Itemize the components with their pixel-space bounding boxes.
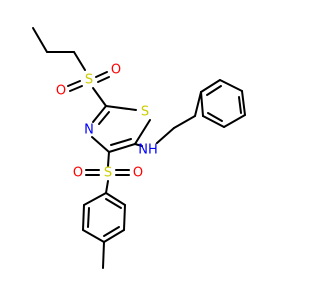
- bond-c5-nh: [134, 143, 143, 147]
- bond-phenyl-inner-3: [207, 112, 223, 122]
- bond-propyl-3: [73, 51, 86, 71]
- atom-label-sulfonyl-bottom-s: S: [104, 166, 112, 181]
- atom-labels: S O O S N NH S O O: [56, 63, 158, 181]
- bond-top-s-o-left-2: [69, 85, 83, 92]
- bond-phenyl-1: [200, 79, 221, 93]
- atom-label-amine-nh: NH: [138, 143, 158, 158]
- bond-s1-c5: [134, 119, 151, 145]
- bond-tolyl-inner-2: [103, 226, 120, 237]
- bonds: [32, 27, 246, 269]
- chemical-structure-diagram: S O O S N NH S O O: [32, 27, 246, 269]
- atom-label-sulfonyl-top-o-right: O: [111, 63, 121, 78]
- bond-c5-c4-b: [110, 138, 132, 146]
- bond-nh-ch2: [156, 127, 175, 144]
- atom-label-sulfonyl-top-s: S: [85, 73, 93, 88]
- bond-c5-c4-a: [108, 143, 136, 153]
- bond-c4-bottom-s: [107, 151, 110, 167]
- bond-top-s-o-right-1: [95, 71, 108, 78]
- bond-phenyl-inner-1: [206, 85, 222, 96]
- bond-tolyl-1: [105, 192, 126, 206]
- bond-tolyl-6: [83, 192, 107, 206]
- bond-c4-n3: [91, 136, 110, 153]
- bond-phenyl-5: [202, 115, 225, 128]
- bond-phenyl-4: [223, 114, 246, 128]
- bond-tolyl-methyl: [102, 241, 105, 269]
- bond-n3-c2-a: [92, 105, 107, 123]
- bond-bottom-s-tolyl: [105, 180, 109, 194]
- bond-phenyl-6: [200, 91, 204, 117]
- bond-tolyl-2: [123, 204, 126, 231]
- bond-phenyl-2: [219, 79, 243, 92]
- bond-ch2-ch2: [173, 115, 196, 129]
- bond-tolyl-4: [82, 229, 105, 243]
- bond-n3-c2-b: [98, 111, 110, 125]
- atom-label-thiazole-n: N: [84, 123, 94, 138]
- atom-label-sulfonyl-top-o-left: O: [56, 84, 66, 99]
- atom-label-sulfonyl-bottom-o-right: O: [133, 166, 143, 181]
- bond-phenyl-inner-2: [238, 96, 242, 114]
- bond-top-s-o-left-1: [67, 80, 81, 87]
- atom-label-thiazole-s: S: [141, 105, 149, 120]
- bond-top-s-o-right-2: [97, 76, 110, 83]
- bond-tolyl-inner-1: [105, 198, 122, 209]
- bond-top-s-c2: [92, 87, 107, 107]
- bond-tolyl-3: [103, 229, 125, 243]
- bond-c2-s1: [105, 105, 137, 111]
- bond-phenyl-3: [241, 90, 246, 116]
- bond-tolyl-5: [82, 204, 85, 231]
- atom-label-sulfonyl-bottom-o-left: O: [73, 166, 83, 181]
- bond-tolyl-inner-3: [87, 207, 90, 228]
- bond-ch2-phenyl: [194, 91, 202, 117]
- bond-propyl-1: [32, 27, 48, 53]
